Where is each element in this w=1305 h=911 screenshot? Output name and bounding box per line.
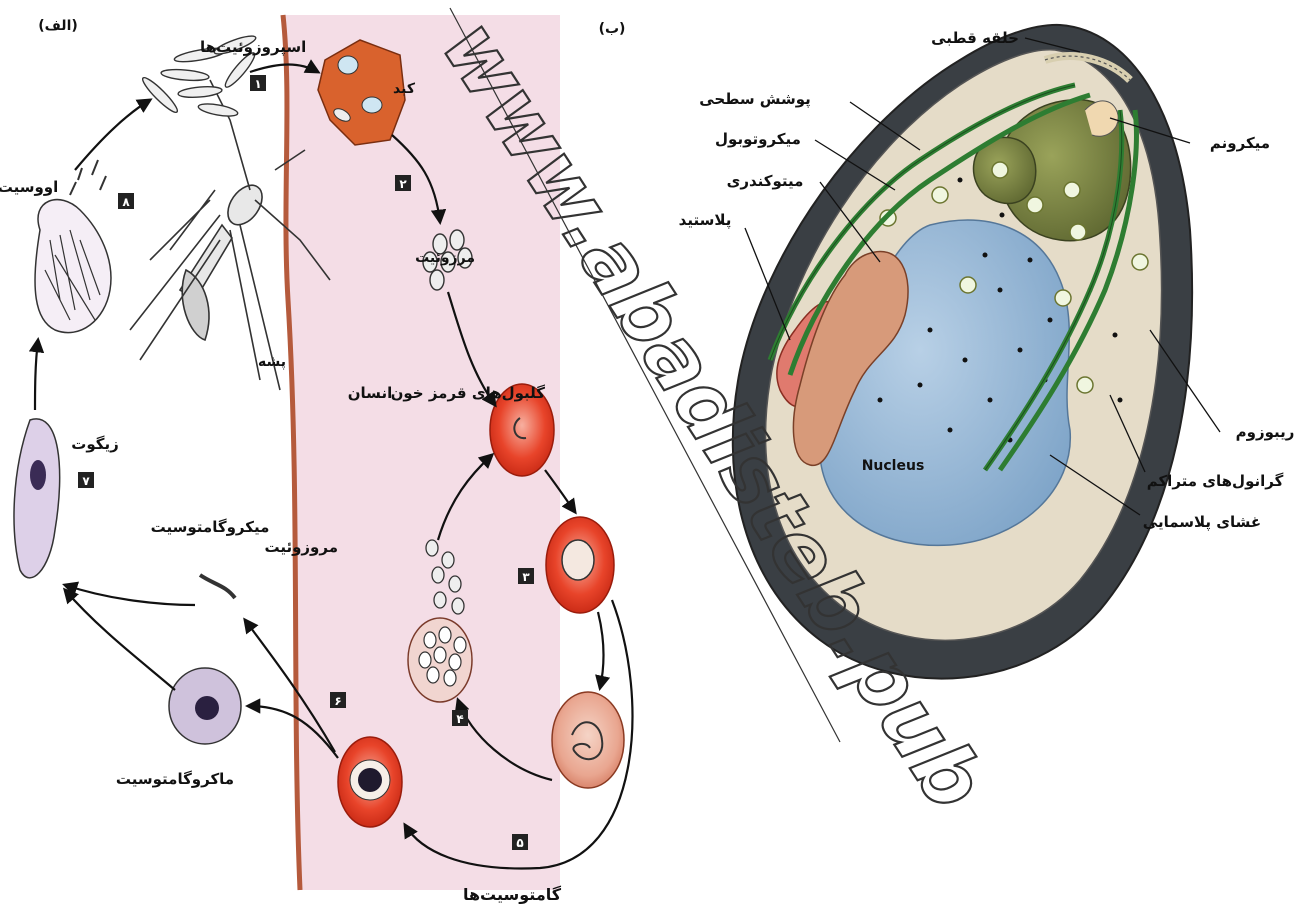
label-microgametocyte: میکروگامتوسیت — [151, 518, 270, 536]
label-nucleus: Nucleus — [862, 458, 925, 474]
step-7: ۷ — [82, 474, 90, 488]
arrow-micro-to-zygote — [65, 585, 195, 605]
arrow-oocyst-to-spor — [75, 100, 150, 170]
step-4: ۴ — [456, 712, 463, 726]
step-5: ۵ — [516, 836, 523, 850]
label-liver: کبد — [393, 81, 416, 97]
label-dense-granules: گرانول‌های متراکم — [1147, 472, 1284, 490]
step-6: ۶ — [334, 694, 341, 708]
step-8: ۸ — [122, 195, 130, 209]
label-oocyst: اووسیت — [0, 178, 58, 196]
oocyst-cell — [35, 200, 111, 333]
label-merozoite-top: مرزوئیت — [415, 250, 475, 266]
label-surface-coat: پوشش سطحی — [699, 90, 811, 109]
label-ribosome: ریبوزوم — [1236, 423, 1295, 441]
step-1: ۱ — [254, 77, 261, 91]
step-2: ۲ — [399, 177, 407, 191]
rbc-schizont — [552, 692, 624, 788]
arrow-macro-to-zygote — [65, 590, 175, 690]
label-plastid: پلاستید — [679, 211, 732, 230]
label-zygote: زیگوت — [71, 435, 118, 453]
label-polar-ring: حلقه قطبی — [931, 29, 1019, 47]
label-microneme: میکرونم — [1210, 134, 1270, 152]
label-sporozoites: اسپروزوئیت‌ها — [200, 38, 306, 57]
label-gametocytes: گامتوسیت‌ها — [463, 885, 562, 904]
label-mosquito: پشه — [258, 354, 286, 370]
label-microtubule: میکروتوبول — [715, 130, 801, 148]
arrow-trophozoite-to-schizont — [598, 612, 604, 688]
panel-tag-left: (الف) — [38, 18, 78, 34]
label-plasma-membrane: غشای پلاسمایی — [1143, 513, 1261, 532]
label-merozoite-mid: مروزوئیت — [264, 538, 338, 556]
zygote-cell — [14, 419, 60, 578]
label-mitochondria: میتوکندری — [727, 172, 804, 190]
panel-tag-right: (ب) — [599, 21, 626, 37]
label-human: انسان — [348, 384, 392, 402]
label-macrogametocyte: ماکروگامتوسیت — [116, 770, 234, 788]
label-rbc: گلبول‌های قرمز خون — [391, 384, 546, 402]
arrow-zygote-to-oocyst — [35, 340, 38, 410]
step-3: ۳ — [522, 570, 530, 584]
microgametocyte-cell — [200, 575, 235, 598]
